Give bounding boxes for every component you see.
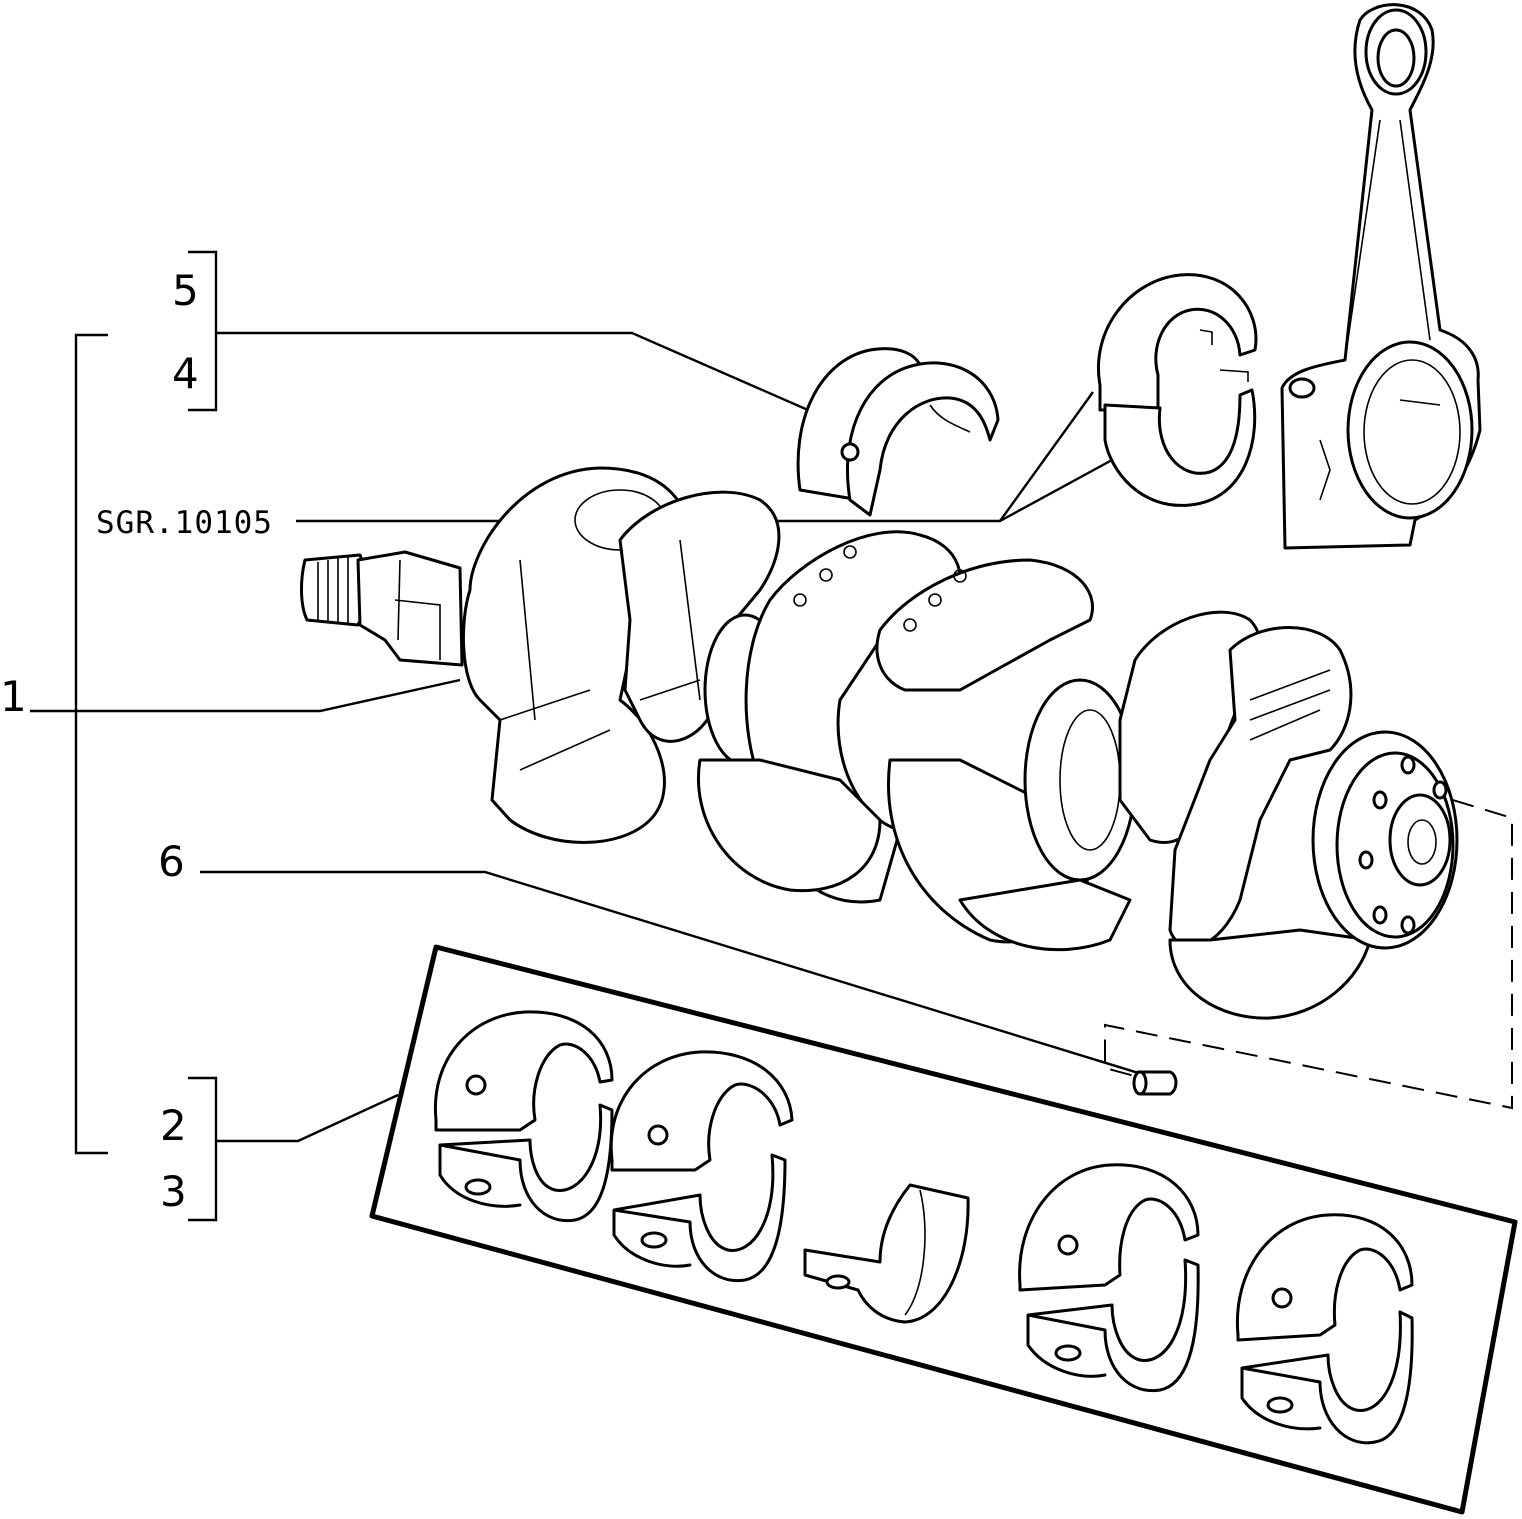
leader-6 <box>200 870 1146 1077</box>
crankshaft <box>300 466 1459 1020</box>
thrust-washers-4-5 <box>796 347 1000 517</box>
callout-4: 4 <box>172 349 199 398</box>
callout-5: 5 <box>172 266 199 315</box>
assembly-path-dashed <box>1104 789 1513 1110</box>
conrod-bearing-shell <box>1097 273 1258 507</box>
main-bearing-set-2-3 <box>369 944 1518 1515</box>
bearing-kit-frame <box>369 944 1518 1515</box>
leader-1 <box>30 678 461 713</box>
main-bearing-shell-pair-2 <box>609 1050 794 1283</box>
connecting-rod <box>1280 3 1482 550</box>
main-bearing-shell-pair-1 <box>433 1010 614 1223</box>
callout-1: 1 <box>0 672 27 721</box>
callout-labels: 5 4 SGR.10105 1 6 2 3 <box>0 266 273 1216</box>
leader-2-3 <box>216 1093 399 1143</box>
bracket-1 <box>74 333 108 1155</box>
bracket-4-5 <box>188 250 218 412</box>
callout-ref-code: SGR.10105 <box>96 505 273 541</box>
main-bearing-shell-pair-4 <box>1235 1213 1414 1445</box>
callout-3: 3 <box>160 1167 187 1216</box>
main-bearing-shell-pair-3 <box>1018 1163 1200 1393</box>
main-bearing-thrust-shell <box>803 1183 970 1324</box>
dowel-pin-6 <box>1132 1070 1178 1096</box>
bracket-2-3 <box>188 1076 218 1222</box>
leader-4-5 <box>216 331 809 412</box>
callout-6: 6 <box>158 837 185 886</box>
callout-2: 2 <box>160 1101 187 1150</box>
